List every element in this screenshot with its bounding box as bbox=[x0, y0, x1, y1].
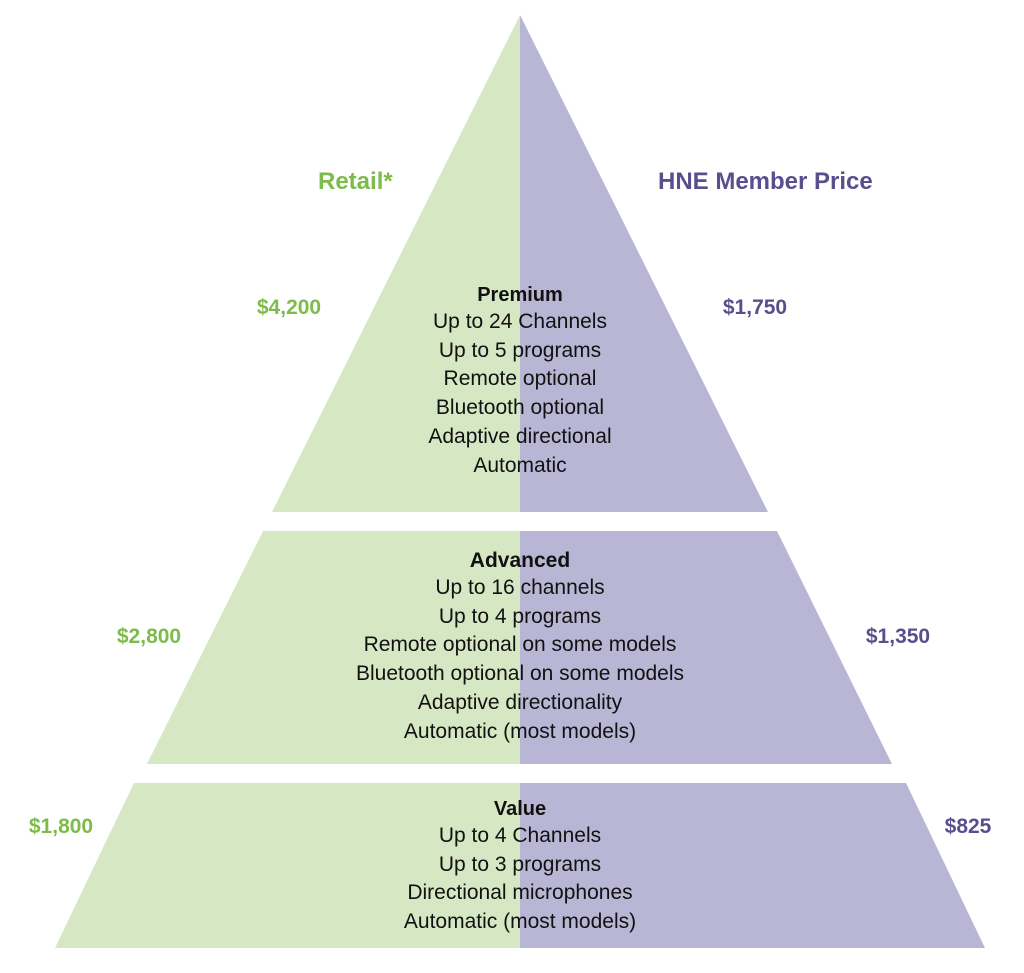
value-member-half bbox=[520, 783, 985, 948]
tier-feature: Up to 16 channels bbox=[435, 576, 605, 599]
advanced-member-price: $1,350 bbox=[865, 625, 931, 648]
tier-feature: Automatic bbox=[473, 453, 567, 477]
tier-feature: Up to 5 programs bbox=[438, 338, 602, 362]
premium-tier: Premium Up to 24 Channels Up to 5 progra… bbox=[428, 282, 611, 480]
tier-feature: Automatic (most models) bbox=[403, 910, 637, 934]
premium-retail-half bbox=[272, 15, 520, 512]
tier-feature: Adaptive directionality bbox=[417, 690, 623, 714]
advanced-member-half bbox=[520, 531, 892, 764]
tier-feature: Up to 24 Channels bbox=[433, 310, 607, 333]
tier-feature: Remote optional on some models bbox=[363, 633, 677, 657]
tier-feature: Up to 4 programs bbox=[438, 604, 602, 628]
tier-feature: Automatic (most models) bbox=[403, 719, 637, 743]
tier-name-value: Value bbox=[493, 798, 547, 820]
tier-name-premium: Premium bbox=[477, 284, 563, 306]
tier-feature: Adaptive directional bbox=[428, 424, 612, 448]
tier-feature: Bluetooth optional bbox=[435, 396, 605, 420]
premium-member-half bbox=[520, 15, 768, 512]
value-member-price: $825 bbox=[944, 815, 992, 838]
tier-feature: Up to 3 programs bbox=[438, 852, 602, 876]
tier-feature: Directional microphones bbox=[407, 881, 633, 905]
advanced-retail-price: $2,800 bbox=[116, 625, 182, 648]
tier-feature: Remote optional bbox=[443, 367, 597, 391]
tier-feature: Bluetooth optional on some models bbox=[355, 662, 685, 686]
tier-name-advanced: Advanced bbox=[469, 549, 571, 572]
retail-column-header: Retail* bbox=[318, 168, 393, 195]
value-retail-price: $1,800 bbox=[28, 815, 94, 838]
advanced-retail-half bbox=[147, 531, 520, 764]
value-retail-half bbox=[55, 783, 520, 948]
value-tier: Value Up to 4 Channels Up to 3 programs … bbox=[404, 796, 636, 937]
advanced-tier: Advanced Up to 16 channels Up to 4 progr… bbox=[356, 548, 684, 746]
premium-member-price: $1,750 bbox=[722, 296, 788, 319]
tier-feature: Up to 4 Channels bbox=[438, 824, 602, 847]
member-price-column-header: HNE Member Price bbox=[658, 168, 873, 195]
premium-retail-price: $4,200 bbox=[256, 296, 322, 319]
